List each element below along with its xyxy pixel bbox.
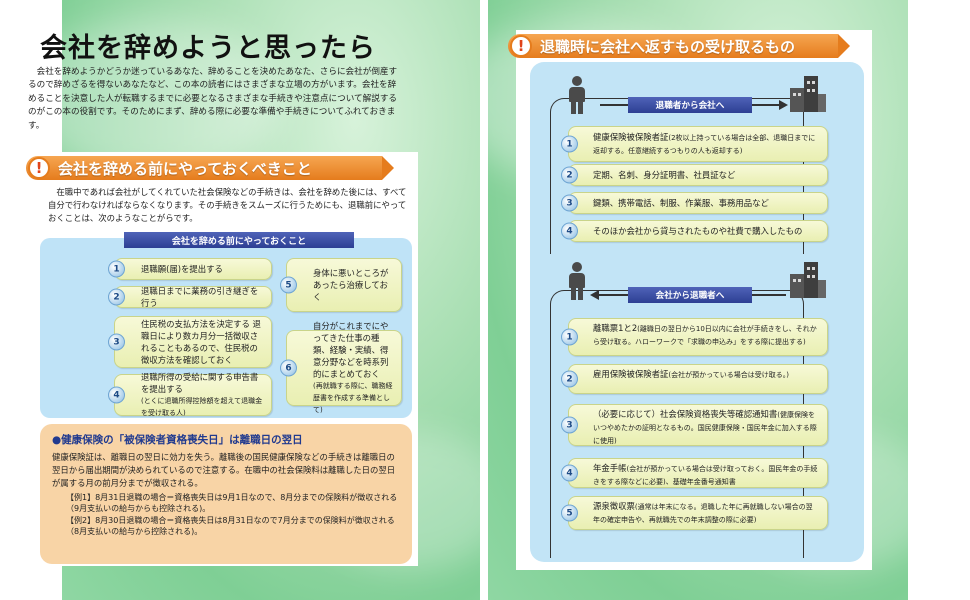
from-company-label: 会社から退職者へ [628,287,752,303]
checklist-header: 会社を辞める前にやっておくこと [124,232,354,248]
intro-text: 会社を辞めようかどうか迷っているあなた、辞めることを決めたあなた、さらに会社が倒… [28,67,398,131]
number-badge: 2 [108,288,125,306]
item-text: 源泉徴収票 [593,501,635,511]
number-badge: 5 [280,276,297,294]
item-note: (会社が預かっている場合は受け取っておく。国民年金の手続きをする際などに必要)、… [593,465,818,486]
item-text: 退職願(届)を提出する [141,264,223,274]
item-note: (離職日の翌日から10日以内に会社が手続きをし、それから受け取る。ハローワークで… [593,325,817,346]
section-ribbon-before-quitting: ! 会社を辞める前にやっておくべきこと [26,156,394,180]
item-text: 退職日までに業務の引き継ぎを行う [141,286,259,308]
number-badge: 1 [108,260,125,278]
number-badge: 5 [561,504,578,522]
item-text: 身体に悪いところがあったら治療しておく [313,268,389,302]
item-note: (健康保険をいつやめたかの証明となるもの。国民健康保険・国民年金に加入する際に使… [593,411,817,445]
item-note: (通常は年末になる。退職した年に再就職しない場合の翌年の確定申告や、再就職先での… [593,503,813,524]
number-badge: 6 [280,359,297,377]
item-text: そのほか会社から貸与されたものや社費で購入したもの [593,226,803,236]
exclamation-icon: ! [510,35,532,57]
receive-item-2: 2 雇用保険被保険者証(会社が預かっている場合は受け取る。) [561,364,828,394]
return-item-1: 1 健康保険被保険者証(2枚以上持っている場合は全部、退職日までに返却する。任意… [561,126,828,162]
return-item-3: 3 鍵類、携帯電話、制服、作業服、事務用品など [561,192,828,214]
receive-item-4: 4 年金手帳(会社が預かっている場合は受け取っておく。国民年金の手続きをする際な… [561,458,828,488]
item-text: 雇用保険被保険者証 [593,369,669,379]
number-badge: 3 [561,194,578,212]
item-text: 退職所得の受給に関する申告書を提出する [141,372,259,394]
item-text: 離職票1と2 [593,323,638,333]
checklist-item-4: 4 退職所得の受給に関する申告書を提出する (とくに退職所得控除額を超えて退職金… [108,372,272,417]
item-note: (とくに退職所得控除額を超えて退職金を受け取る人) [141,397,263,417]
receive-item-5: 5 源泉徴収票(通常は年末になる。退職した年に再就職しない場合の翌年の確定申告や… [561,496,828,530]
item-text: 定期、名刺、身分証明書、社員証など [593,170,736,180]
item-text: 自分がこれまでにやってきた仕事の種類、経験・実績、得意分野などを時系列的にまとめ… [313,321,389,379]
example-2: 【例2】8月30日退職の場合＝資格喪失日は8月31日なので7月分までの保険料が徴… [66,515,395,537]
health-body: 健康保険証は、離職日の翌日に効力を失う。離職後の国民健康保険などの手続きは離職日… [52,452,396,488]
health-insurance-box: ●健康保険の「被保険者資格喪失日」は離職日の翌日 健康保険証は、離職日の翌日に効… [40,424,412,564]
checklist-item-5: 5 身体に悪いところがあったら治療しておく [280,258,402,312]
return-item-2: 2 定期、名刺、身分証明書、社員証など [561,164,828,186]
item-text: 住民税の支払方法を決定する 退職日により数カ月分一括徴収されることもあるので、住… [141,319,261,365]
number-badge: 1 [561,135,578,153]
number-badge: 4 [108,386,125,404]
number-badge: 1 [561,328,578,346]
section-title: 会社を辞める前にやっておくべきこと [58,159,312,178]
lead-text: 在職中であれば会社がしてくれていた社会保険などの手続きは、会社を辞めた後には、す… [48,187,407,223]
exclamation-icon: ! [28,157,50,179]
person-icon [566,262,588,300]
number-badge: 2 [561,166,578,184]
checklist-item-3: 3 住民税の支払方法を決定する 退職日により数カ月分一括徴収されることもあるので… [108,316,272,368]
checklist-item-2: 2 退職日までに業務の引き継ぎを行う [108,286,272,308]
item-note: (2枚以上持っている場合は全部、退職日までに返却する。任意継続するつもりの人も返… [593,134,816,155]
to-company-label: 退職者から会社へ [628,97,752,113]
example-1: 【例1】8月31日退職の場合＝資格喪失日は9月1日なので、8月分までの保険料が徴… [66,493,398,514]
item-note: (再就職する際に、職務経歴書を作成する準備として) [313,382,393,414]
receive-item-1: 1 離職票1と2(離職日の翌日から10日以内に会社が手続きをし、それから受け取る… [561,318,828,356]
checklist-item-1: 1 退職願(届)を提出する [108,258,272,280]
section-ribbon-return-receive: ! 退職時に会社へ返すもの受け取るもの [508,34,850,58]
health-examples: 【例1】8月31日退職の場合＝資格喪失日は9月1日なので、8月分までの保険料が徴… [52,492,400,538]
building-icon [790,76,826,112]
item-text: （必要に応じて）社会保険資格喪失等確認通知書 [593,409,778,419]
item-note: (会社が預かっている場合は受け取る。) [668,371,789,379]
item-text: 鍵類、携帯電話、制服、作業服、事務用品など [593,198,769,208]
health-title: ●健康保険の「被保険者資格喪失日」は離職日の翌日 [52,434,303,446]
item-text: 年金手帳 [593,463,627,473]
number-badge: 4 [561,222,578,240]
number-badge: 3 [108,333,125,351]
section-title: 退職時に会社へ返すもの受け取るもの [540,37,796,56]
item-text: 健康保険被保険者証 [593,132,669,142]
number-badge: 4 [561,464,578,482]
number-badge: 3 [561,416,578,434]
person-icon [566,76,588,114]
building-icon [790,262,826,298]
number-badge: 2 [561,370,578,388]
page-title: 会社を辞めようと思ったら [40,33,376,64]
return-item-4: 4 そのほか会社から貸与されたものや社費で購入したもの [561,220,828,242]
checklist-item-6: 6 自分がこれまでにやってきた仕事の種類、経験・実績、得意分野などを時系列的にま… [280,321,402,414]
receive-item-3: 3 （必要に応じて）社会保険資格喪失等確認通知書(健康保険をいつやめたかの証明と… [561,404,828,446]
